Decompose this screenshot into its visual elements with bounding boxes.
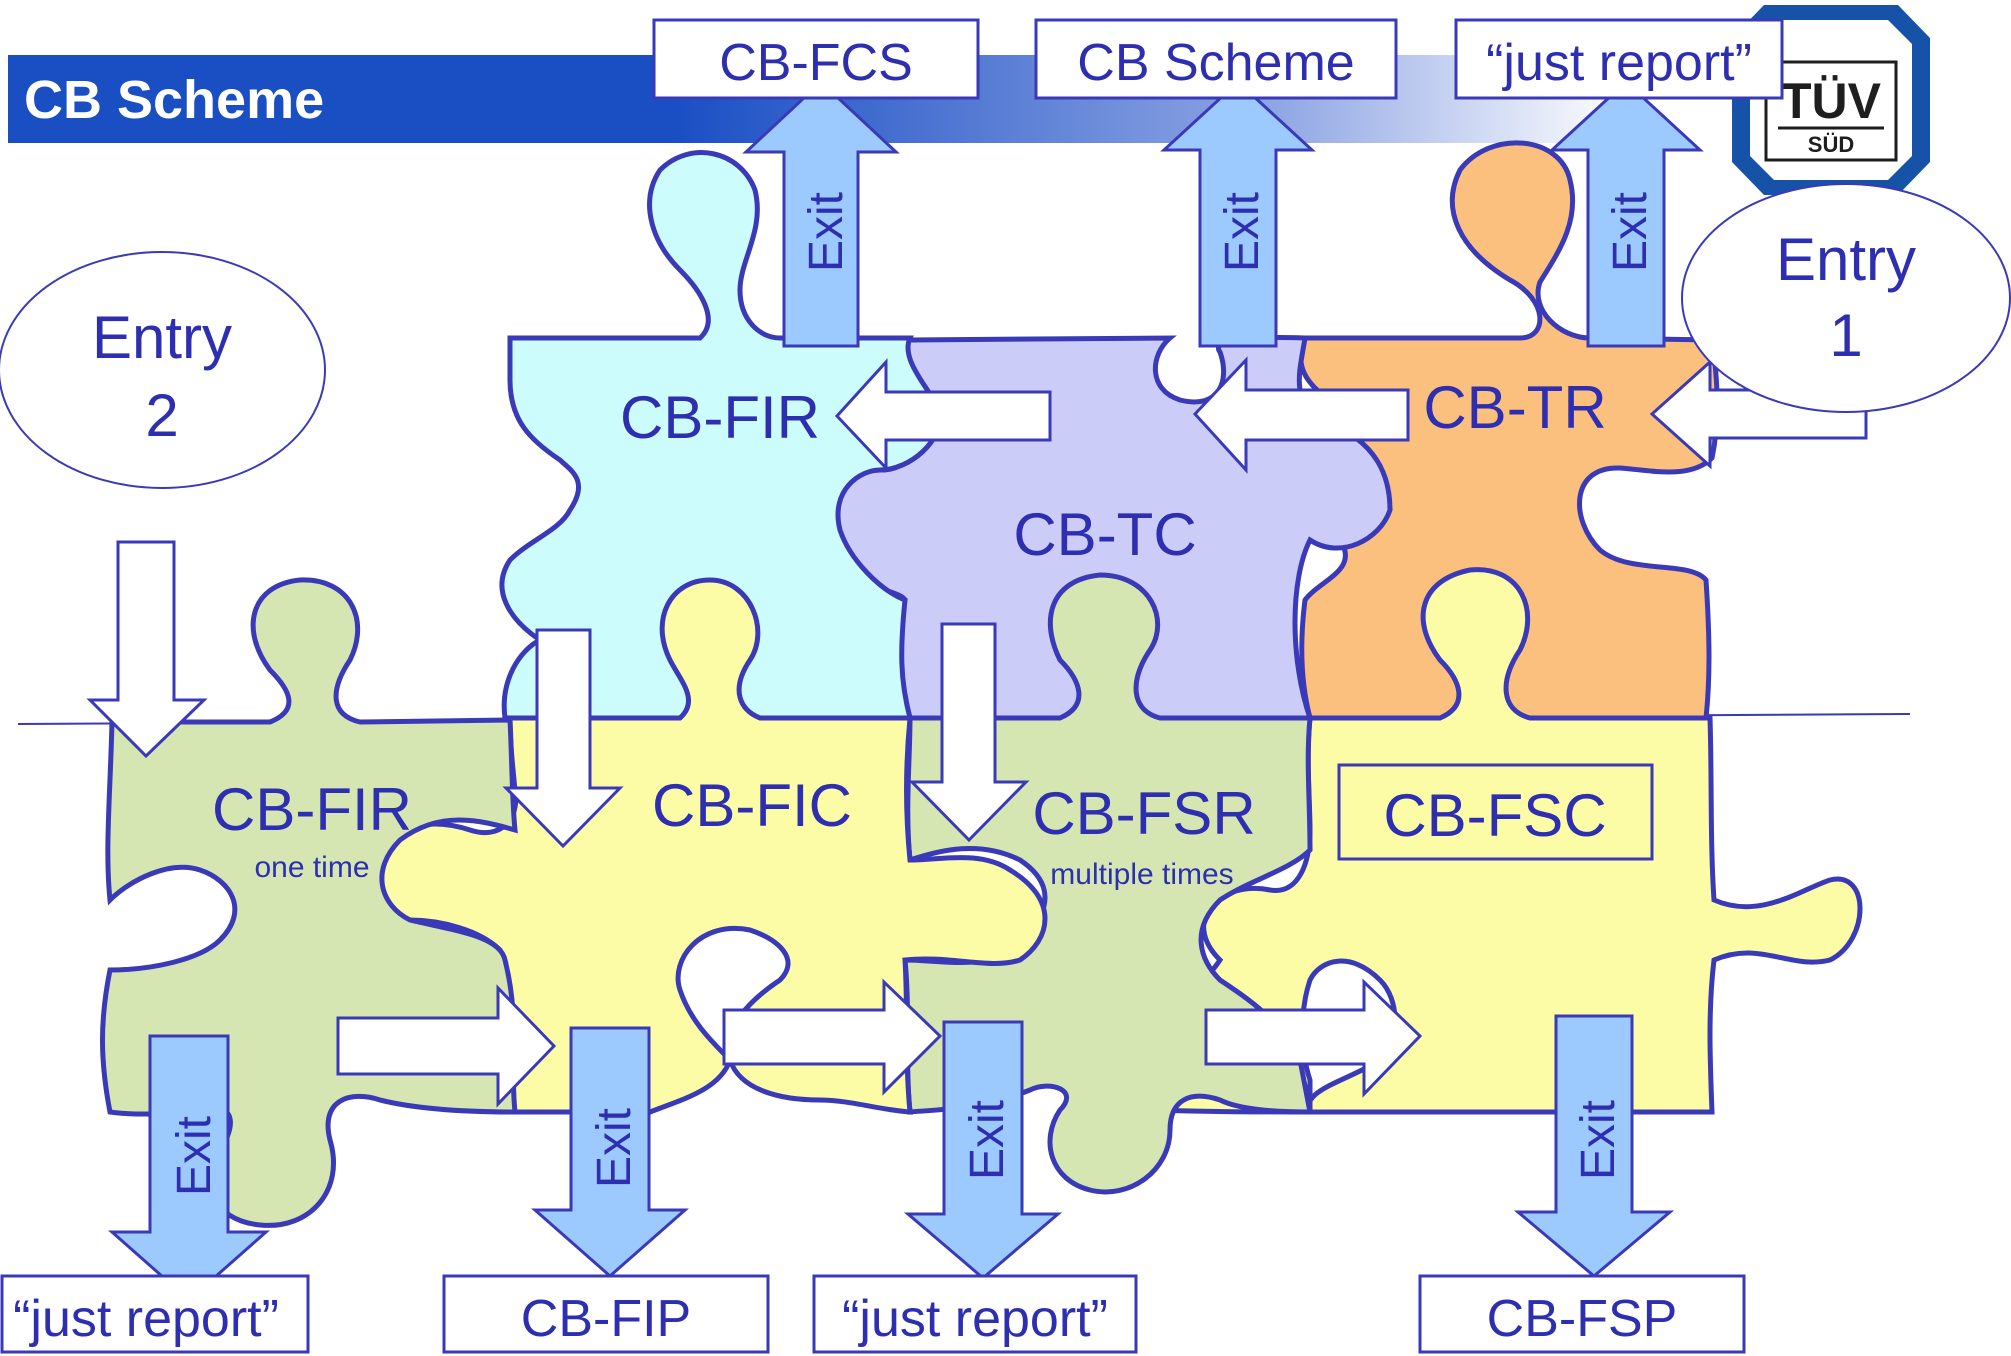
puzzle-piece-cb-fir-top <box>499 150 943 721</box>
tuv-sud-logo: TÜV SÜD <box>1732 5 1930 195</box>
flow-arrows-down <box>86 540 1030 849</box>
top-box-just-report-label: “just report” <box>1486 34 1752 92</box>
arrow-left-tr-to-tc <box>1192 356 1410 474</box>
exit-label-fcs: Exit <box>800 192 853 272</box>
top-box-cb-fcs-label: CB-FCS <box>719 34 913 92</box>
exit-label-fsp: Exit <box>1572 1100 1625 1180</box>
exit-label-left: Exit <box>168 1116 221 1196</box>
flow-arrows-top <box>834 356 1868 474</box>
arrow-down-fir-to-fic <box>502 628 624 849</box>
arrow-left-tc-to-fir <box>834 358 1052 472</box>
top-box-cb-scheme-label: CB Scheme <box>1077 34 1354 92</box>
page-title: CB Scheme <box>24 70 324 130</box>
exit-arrow-up-fcs <box>742 79 900 348</box>
logo-line2: SÜD <box>1808 132 1854 157</box>
label-cb-fsr: CB-FSR <box>1032 780 1255 847</box>
top-box-cb-scheme <box>1034 18 1398 100</box>
label-cb-fir-top: CB-FIR <box>620 384 820 451</box>
cb-fsc-frame <box>1337 763 1654 861</box>
exit-arrow-down-left <box>108 1034 270 1303</box>
label-cb-fir-bottom: CB-FIR <box>212 776 412 843</box>
flow-arrows-right <box>336 978 1423 1108</box>
label-cb-fic: CB-FIC <box>652 772 852 839</box>
label-cb-tr: CB-TR <box>1423 374 1606 441</box>
entry-2-line1: Entry <box>92 304 232 371</box>
bottom-box-cb-fsp-label: CB-FSP <box>1487 1290 1678 1348</box>
arrow-right-fic-to-fsr <box>722 978 943 1096</box>
exit-arrow-down-mid <box>903 1020 1063 1280</box>
arrow-right-fir-to-fic <box>336 984 557 1108</box>
arrow-down-tc-to-fsr <box>908 622 1030 843</box>
exit-label-scheme: Exit <box>1216 192 1269 272</box>
bottom-box-cb-fip <box>442 1274 770 1354</box>
bottom-box-just-report-mid-label: “just report” <box>842 1290 1108 1348</box>
entry-2-ellipse <box>0 251 326 489</box>
exit-arrow-down-fsp <box>1513 1014 1675 1278</box>
top-box-just-report <box>1454 18 1784 100</box>
exit-arrows-up <box>742 79 1704 348</box>
arrow-left-into-cb-tr <box>1649 358 1868 470</box>
exit-arrow-up-scheme <box>1160 79 1316 348</box>
entry-2-line2: 2 <box>145 382 178 449</box>
label-cb-tc: CB-TC <box>1013 501 1196 568</box>
arrow-right-fsr-to-fsc <box>1204 978 1423 1098</box>
exit-arrow-up-just-report <box>1548 79 1704 348</box>
exit-label-mid: Exit <box>961 1100 1014 1180</box>
bottom-box-just-report-mid <box>812 1274 1138 1354</box>
entry-1-line1: Entry <box>1776 226 1916 293</box>
exit-arrows-down <box>108 1014 1675 1303</box>
entry-1-ellipse <box>1681 183 2011 413</box>
bottom-box-cb-fsp <box>1418 1274 1746 1354</box>
top-box-cb-fcs <box>652 18 980 100</box>
exit-arrow-down-fip <box>531 1026 689 1278</box>
exit-label-just-report: Exit <box>1604 192 1657 272</box>
label-cb-fir-bottom-sub: one time <box>254 851 369 884</box>
bottom-box-just-report-left <box>0 1274 310 1354</box>
exit-label-fip: Exit <box>588 1108 641 1188</box>
entry-1-line2: 1 <box>1829 302 1862 369</box>
label-cb-fsr-sub: multiple times <box>1050 858 1233 891</box>
arrow-down-entry2 <box>86 540 208 759</box>
logo-line1: TÜV <box>1781 73 1882 129</box>
label-cb-fsc: CB-FSC <box>1383 782 1606 849</box>
bottom-box-just-report-left-label: “just report” <box>13 1290 279 1348</box>
bottom-box-cb-fip-label: CB-FIP <box>521 1290 691 1348</box>
